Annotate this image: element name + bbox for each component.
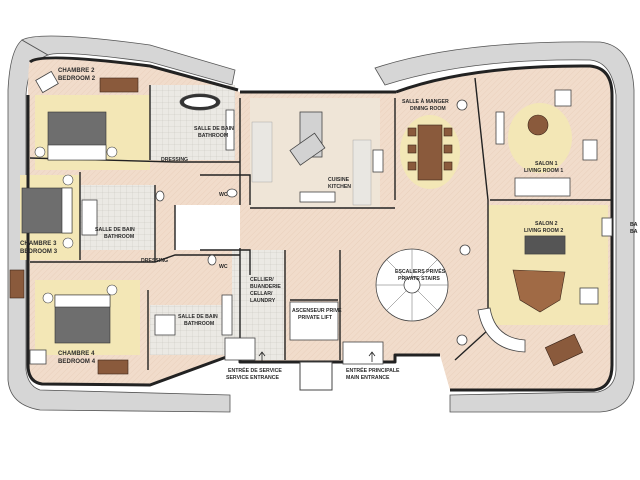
bed-bedroom4 xyxy=(42,284,118,344)
kitchen-table xyxy=(289,132,326,166)
service-entrance-arrow xyxy=(258,351,266,362)
edge-text-bottom: BA xyxy=(630,229,638,235)
dining-chairs xyxy=(407,127,453,171)
label-stairs-fr: ESCALIERS PRIVÉS xyxy=(395,267,446,275)
label-lift-en: PRIVATE LIFT xyxy=(298,315,333,321)
desk-bedroom2 xyxy=(99,77,139,93)
armchair-bedroom4 xyxy=(29,349,47,365)
label-cellar-l3: CELLAR/ xyxy=(250,291,273,297)
label-dining-en: DINING ROOM xyxy=(410,106,446,112)
label-main-entrance-fr: ENTRÉE PRINCIPALE xyxy=(346,366,400,374)
walls xyxy=(26,56,614,392)
kitchen-fridge xyxy=(372,149,384,173)
bed-bedroom3 xyxy=(21,174,74,249)
private-lift xyxy=(289,301,339,341)
label-main-entrance-en: MAIN ENTRANCE xyxy=(346,375,390,381)
label-lift-fr: ASCENSEUR PRIVÉ xyxy=(292,306,342,314)
label-stairs-en: PRIVATE STAIRS xyxy=(398,276,440,282)
label-bath-mid-fr: SALLE DE BAIN xyxy=(95,227,135,233)
living2-desk xyxy=(544,333,584,367)
private-stairs xyxy=(375,248,449,322)
toilet-mid xyxy=(155,190,165,202)
edge-text-top: BA xyxy=(630,222,638,228)
living1-table xyxy=(527,114,549,136)
desk-bedroom3 xyxy=(9,269,25,299)
label-bath-top-en: BATHROOM xyxy=(198,133,228,139)
dining-table xyxy=(417,124,443,181)
kitchen-counter-left xyxy=(251,121,273,183)
label-dining-fr: SALLE À MANGER xyxy=(402,98,449,105)
label-kitchen-en: KITCHEN xyxy=(328,184,351,190)
living2-sofa xyxy=(524,235,566,255)
terrace-left-top xyxy=(21,35,236,86)
label-dressing-bottom: DRESSING xyxy=(141,258,168,264)
label-bedroom3-en: BEDROOM 3 xyxy=(20,249,58,255)
bathtub-top-inner xyxy=(184,97,216,107)
rug-living1 xyxy=(508,103,572,173)
label-bedroom3-fr: CHAMBRE 3 xyxy=(20,241,57,247)
service-entrance-steps xyxy=(224,337,256,361)
kitchen-hob xyxy=(299,191,336,203)
label-bath-bottom-en: BATHROOM xyxy=(184,321,214,327)
living2-curved-sofa xyxy=(477,307,526,353)
main-entrance-arrow xyxy=(368,351,376,362)
center-entrance-block xyxy=(299,361,333,391)
label-bedroom2-fr: CHAMBRE 2 xyxy=(58,68,95,74)
label-living2-en: LIVING ROOM 2 xyxy=(524,228,563,234)
label-dressing-top: DRESSING xyxy=(161,157,188,163)
shower-bottom xyxy=(154,314,176,336)
label-kitchen-fr: CUISINE xyxy=(328,177,350,183)
label-living1-fr: SALON 1 xyxy=(535,161,558,167)
armchair-bedroom2 xyxy=(35,70,59,94)
label-bedroom4-en: BEDROOM 4 xyxy=(58,359,96,365)
living1-armchair-a xyxy=(554,89,572,107)
tub-mid xyxy=(81,199,98,236)
label-wc-top: WC xyxy=(219,192,228,198)
label-wc-bottom: WC xyxy=(219,264,228,270)
desk-bedroom4 xyxy=(97,359,129,375)
label-bath-mid-en: BATHROOM xyxy=(104,234,134,240)
label-cellar-l4: LAUNDRY xyxy=(250,298,276,304)
label-bedroom2-en: BEDROOM 2 xyxy=(58,76,96,82)
dining-plant xyxy=(456,99,468,111)
kitchen-counter-right xyxy=(352,139,372,206)
sink-top xyxy=(225,109,235,151)
label-bath-bottom-fr: SALLE DE BAIN xyxy=(178,314,218,320)
living1-sofa xyxy=(514,177,571,197)
label-service-entrance-fr: ENTRÉE DE SERVICE xyxy=(228,366,282,374)
label-service-entrance-en: SERVICE ENTRANCE xyxy=(226,375,279,381)
living2-side-table xyxy=(601,217,613,237)
label-cellar-l2: BUANDERIE xyxy=(250,284,281,290)
toilet-wc-bottom xyxy=(207,254,217,266)
label-living2-fr: SALON 2 xyxy=(535,221,558,227)
living2-plant-b xyxy=(456,334,468,346)
bed-bedroom2 xyxy=(34,111,118,161)
living1-armchair-b xyxy=(582,139,598,161)
living2-plant xyxy=(459,244,471,256)
living2-armchair xyxy=(579,287,599,305)
sink-bottom xyxy=(221,294,233,336)
label-living1-en: LIVING ROOM 1 xyxy=(524,168,563,174)
toilet-wc-top xyxy=(226,188,238,198)
label-bath-top-fr: SALLE DE BAIN xyxy=(194,126,234,132)
living1-cabinet xyxy=(495,111,505,145)
terrace-right xyxy=(374,41,635,413)
main-entrance-steps xyxy=(342,341,384,365)
label-cellar-l1: CELLIER/ xyxy=(250,277,274,283)
label-bedroom4-fr: CHAMBRE 4 xyxy=(58,351,95,357)
living2-piano xyxy=(512,269,566,313)
